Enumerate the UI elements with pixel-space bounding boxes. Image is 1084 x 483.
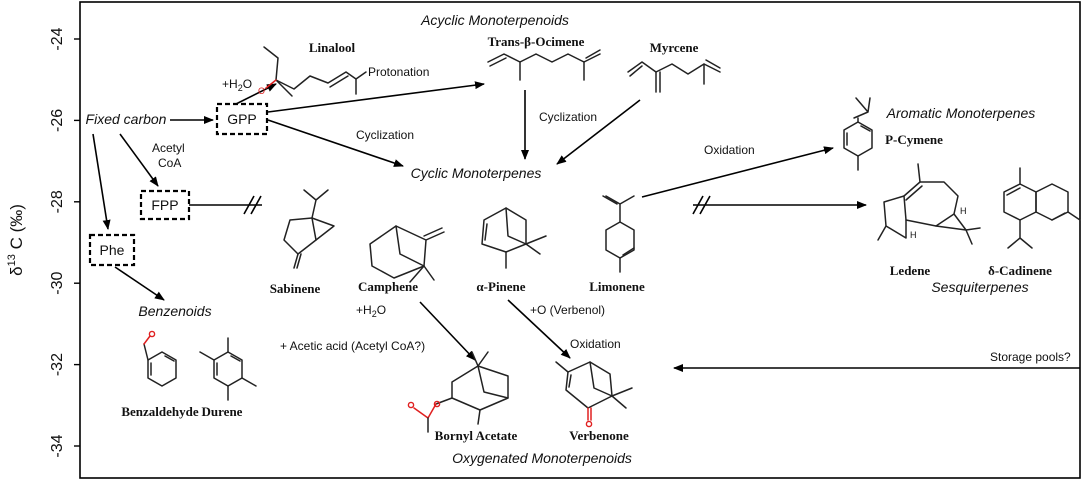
y-tick-label: -24	[49, 27, 66, 50]
label-coa: CoA	[158, 156, 181, 170]
durene-structure	[199, 337, 257, 401]
linalool-oxygen: O	[258, 86, 265, 96]
ledene-h1: H	[910, 230, 917, 240]
name-apinene: α-Pinene	[476, 279, 525, 294]
cadinene-structure	[1003, 167, 1081, 249]
ledene-structure	[877, 163, 981, 245]
name-benzaldehyde: Benzaldehyde	[121, 404, 199, 419]
diagram-frame	[79, 1, 1081, 479]
name-linalool: Linalool	[309, 40, 356, 55]
break-mark-2a	[692, 195, 704, 215]
name-durene: Durene	[202, 404, 243, 419]
y-tick-label: -34	[49, 434, 66, 457]
heading-benzenoids: Benzenoids	[138, 303, 211, 319]
heading-sesqui: Sesquiterpenes	[931, 279, 1028, 295]
benzaldehyde-oxygen-icon	[148, 330, 156, 338]
ledene-h2: H	[960, 206, 967, 216]
camphene-structure	[369, 225, 445, 283]
arrow-gpp-to-linalool	[235, 83, 277, 105]
break-mark-1b	[250, 195, 262, 215]
verbenone-oxygen-icon	[585, 420, 593, 428]
y-axis-ticks: -24 -26 -28 -30 -32 -34	[49, 27, 80, 458]
label-acetyl: Acetyl	[152, 141, 185, 155]
fixed-carbon-label: Fixed carbon	[86, 111, 167, 127]
arrow-fixed-to-phe	[92, 133, 111, 230]
heading-aromatic: Aromatic Monoterpenes	[886, 105, 1036, 121]
y-tick-label: -32	[49, 353, 66, 376]
label-storage-pools: Storage pools?	[990, 350, 1071, 364]
apinene-structure	[481, 207, 547, 269]
name-limonene: Limonene	[589, 279, 645, 294]
bornyl-ether-oxygen-icon	[433, 400, 441, 408]
arrow-pinene-to-verbenone	[507, 299, 571, 359]
ocimene-structure	[487, 49, 601, 81]
linalool-structure	[263, 46, 367, 97]
phe-label: Phe	[100, 242, 125, 258]
sabinene-structure	[283, 189, 335, 269]
label-oxidation-1: Oxidation	[704, 143, 755, 157]
gpp-node: GPP	[215, 102, 269, 136]
label-verbenol: +O (Verbenol)	[530, 303, 605, 317]
break-mark-1a	[243, 195, 255, 215]
label-h2o-1: +H2O	[222, 77, 252, 93]
y-axis-label: δ13 C (‰)	[6, 204, 26, 276]
y-tick-label: -28	[49, 190, 66, 213]
name-myrcene: Myrcene	[650, 40, 699, 55]
phe-node: Phe	[88, 233, 136, 267]
arrow-camphene-to-bornyl	[419, 301, 476, 361]
fpp-label: FPP	[151, 197, 178, 213]
benzaldehyde-structure	[143, 335, 177, 387]
arrow-myrcene-to-cyclic	[556, 99, 641, 165]
name-verbenone: Verbenone	[569, 428, 629, 443]
y-axis: -24 -26 -28 -30 -32 -34 δ13 C (‰)	[6, 1, 1081, 479]
label-protonation: Protonation	[368, 65, 429, 79]
fpp-node: FPP	[139, 189, 191, 221]
arrow-gpp-to-cyclic	[267, 119, 404, 167]
name-ocimene: Trans-β-Ocimene	[488, 34, 585, 49]
myrcene-structure	[627, 59, 721, 93]
name-camphene: Camphene	[358, 279, 418, 294]
heading-acyclic: Acyclic Monoterpenoids	[420, 12, 569, 28]
pathway-arrows	[92, 81, 1080, 372]
bornyl-acetate-structure	[413, 351, 509, 433]
gpp-label: GPP	[227, 111, 257, 127]
name-ledene: Ledene	[890, 263, 931, 278]
y-tick-label: -26	[49, 109, 66, 132]
label-oxidation-2: Oxidation	[570, 337, 621, 351]
heading-cyclic: Cyclic Monoterpenes	[411, 165, 542, 181]
y-tick-label: -30	[49, 272, 66, 295]
name-bornyl-acetate: Bornyl Acetate	[435, 428, 518, 443]
arrow-gpp-to-ocimene	[267, 81, 485, 113]
pcymene-structure	[843, 97, 873, 171]
label-cyclization-1: Cyclization	[356, 128, 414, 142]
break-mark-2b	[699, 195, 711, 215]
name-cadinene: δ-Cadinene	[988, 263, 1052, 278]
name-sabinene: Sabinene	[270, 281, 321, 296]
bornyl-ester-oxygen-icon	[407, 401, 415, 409]
arrow-phe-to-benzenoids	[114, 266, 165, 301]
label-acetic-acid: + Acetic acid (Acetyl CoA?)	[280, 339, 425, 353]
arrow-cyclic-to-pcymene	[641, 146, 834, 198]
verbenone-structure	[555, 361, 633, 421]
heading-oxygenated: Oxygenated Monoterpenoids	[452, 450, 632, 466]
arrow-fixed-to-fpp	[119, 133, 159, 187]
label-h2o-2: +H2O	[356, 303, 386, 319]
label-cyclization-2: Cyclization	[539, 110, 597, 124]
limonene-structure	[602, 195, 635, 273]
name-pcymene: P-Cymene	[885, 132, 943, 147]
